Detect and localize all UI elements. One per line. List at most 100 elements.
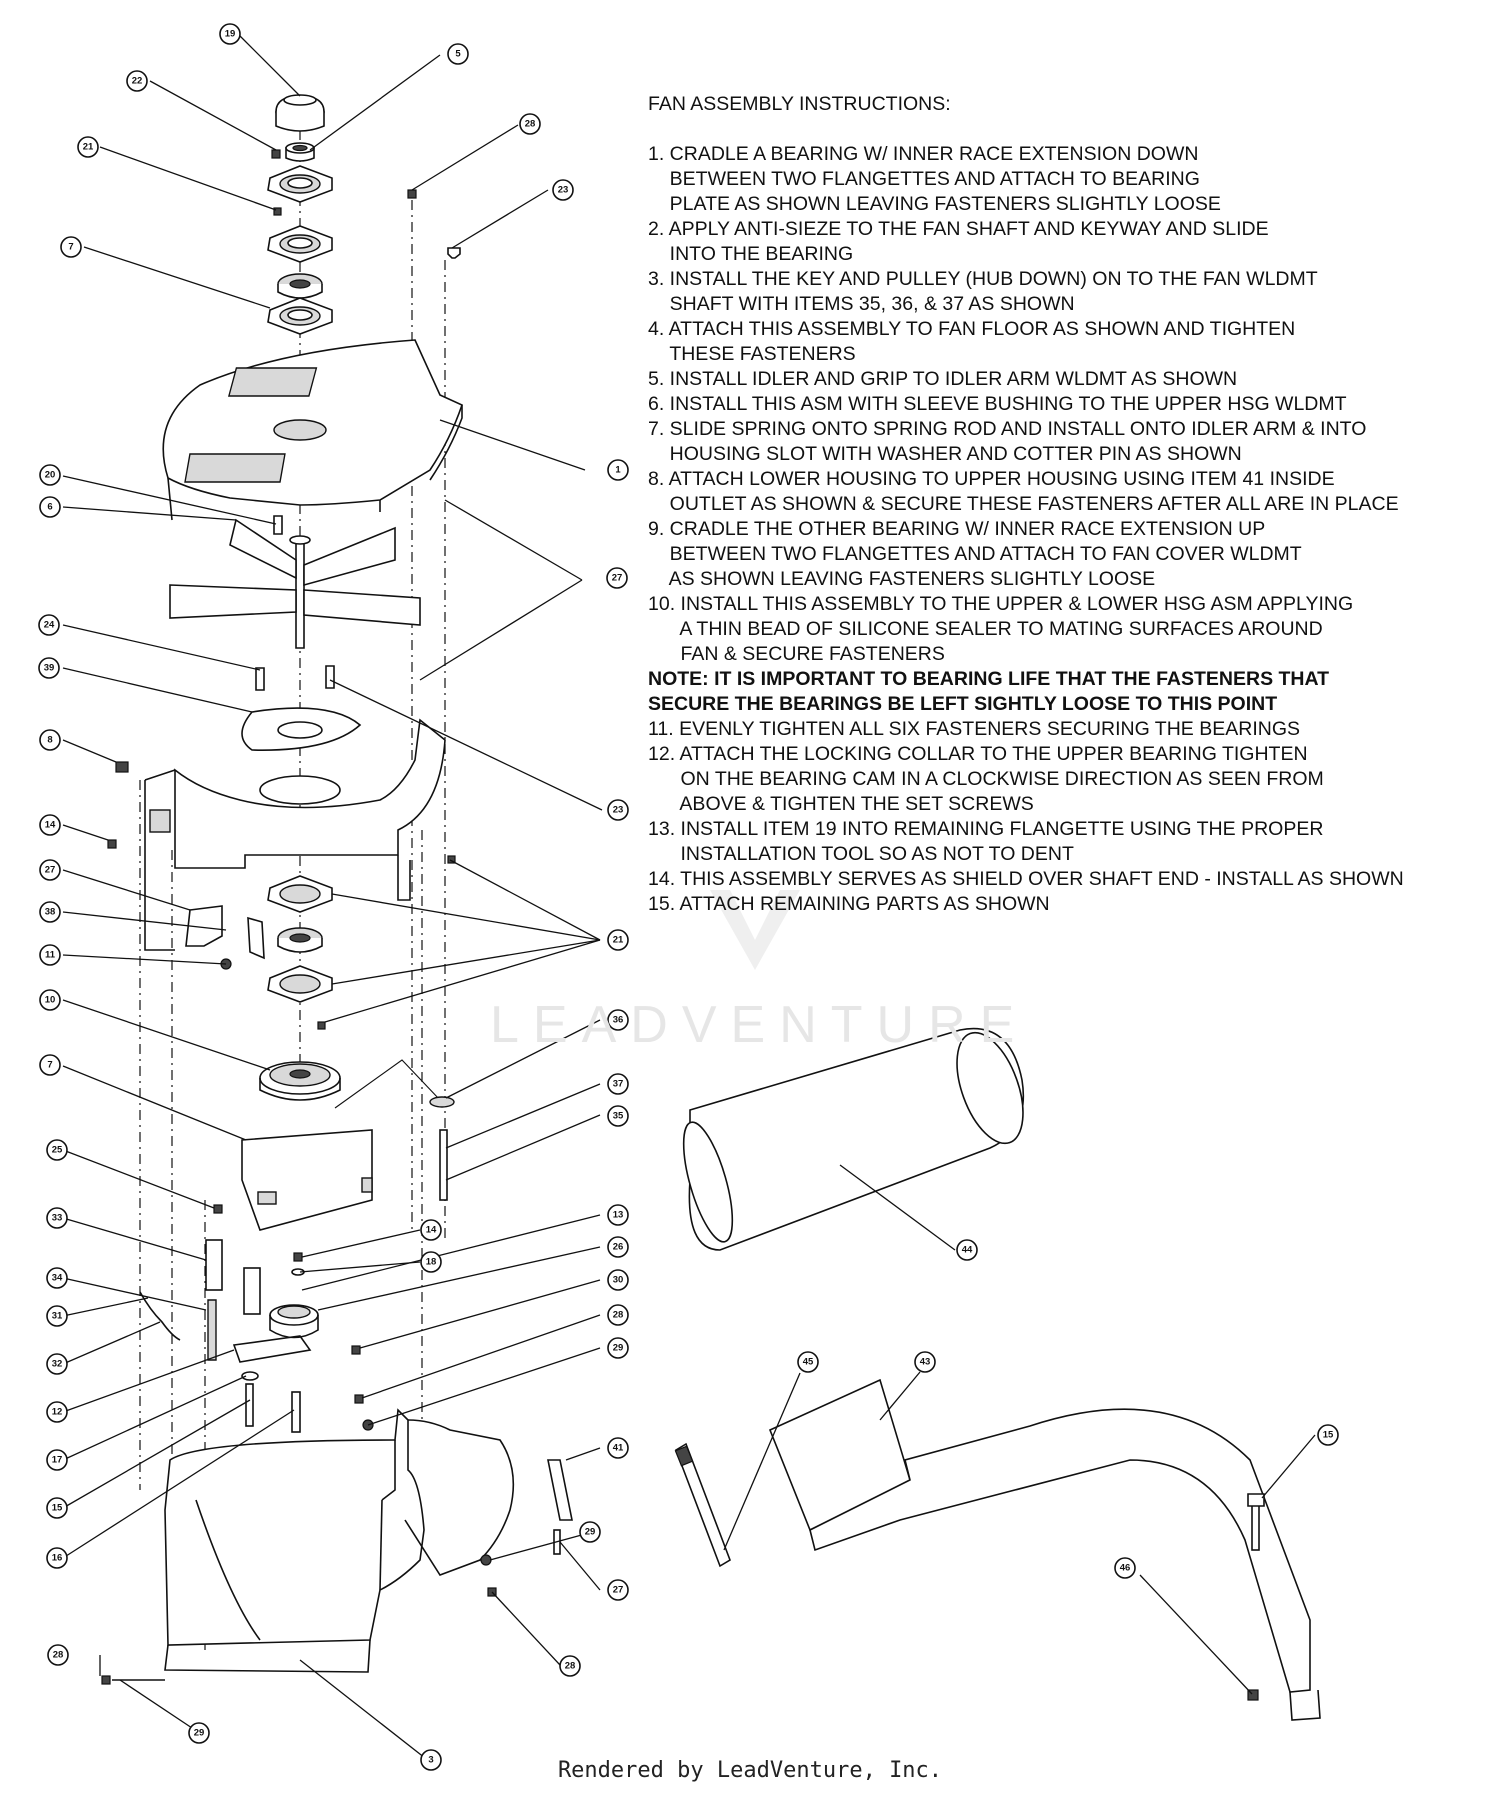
callout-20: 20 xyxy=(39,464,61,486)
instruction-line: ABOVE & TIGHTEN THE SET SCREWS xyxy=(648,793,1034,815)
instruction-line: 15. ATTACH REMAINING PARTS AS SHOWN xyxy=(648,893,1050,915)
instruction-line: 5. INSTALL IDLER AND GRIP TO IDLER ARM W… xyxy=(648,368,1238,390)
leader-lines xyxy=(62,35,1316,1759)
callout-number: 30 xyxy=(613,1275,624,1286)
callout-number: 32 xyxy=(52,1359,63,1370)
callout-28: 28 xyxy=(559,1655,581,1677)
footer-credit: Rendered by LeadVenture, Inc. xyxy=(557,1758,943,1783)
callout-bubble xyxy=(607,1105,629,1127)
callout-bubble xyxy=(46,1305,68,1327)
part-44-chute-sleeve xyxy=(682,1027,1025,1251)
callout-bubble xyxy=(607,1337,629,1359)
callout-number: 35 xyxy=(613,1111,624,1122)
callout-7: 7 xyxy=(39,1054,61,1076)
assembly-instructions: FAN ASSEMBLY INSTRUCTIONS: 1. CRADLE A B… xyxy=(648,92,1478,917)
callout-bubble xyxy=(1114,1557,1136,1579)
callout-25: 25 xyxy=(46,1139,68,1161)
callout-number: 1 xyxy=(615,465,621,476)
instruction-line: PLATE AS SHOWN LEAVING FASTENERS SLIGHTL… xyxy=(648,193,1221,215)
nut-21-lower xyxy=(317,1021,326,1030)
callout-number: 5 xyxy=(455,49,461,60)
callout-28: 28 xyxy=(607,1304,629,1326)
part-21-flangette-top xyxy=(267,165,333,203)
callout-bubble xyxy=(38,657,60,679)
idler-arm-assembly xyxy=(139,1239,312,1433)
instruction-note-line: SECURE THE BEARINGS BE LEFT SIGHTLY LOOS… xyxy=(648,693,1278,715)
part-7-shield xyxy=(241,1129,373,1231)
nut-21-right xyxy=(447,855,456,864)
instruction-line: 11. EVENLY TIGHTEN ALL SIX FASTENERS SEC… xyxy=(648,718,1301,740)
instruction-line: 2. APPLY ANTI-SIEZE TO THE FAN SHAFT AND… xyxy=(648,218,1269,240)
callout-number: 14 xyxy=(426,1225,437,1236)
callout-33: 33 xyxy=(46,1207,68,1229)
callout-38: 38 xyxy=(39,901,61,923)
callout-number: 17 xyxy=(52,1455,63,1466)
callout-bubble xyxy=(607,1304,629,1326)
callout-41: 41 xyxy=(607,1437,629,1459)
callout-15: 15 xyxy=(1317,1424,1339,1446)
flangette-lower-2 xyxy=(267,965,333,1003)
callout-22: 22 xyxy=(126,70,148,92)
callout-bubble xyxy=(579,1521,601,1543)
instruction-line: 9. CRADLE THE OTHER BEARING W/ INNER RAC… xyxy=(648,518,1266,540)
part-34-rod xyxy=(207,1299,217,1361)
part-28-nut-bottom xyxy=(101,1675,111,1685)
callout-29: 29 xyxy=(607,1337,629,1359)
instruction-line: 14. THIS ASSEMBLY SERVES AS SHIELD OVER … xyxy=(648,868,1404,890)
part-1-fan-cover xyxy=(162,339,463,521)
callout-number: 34 xyxy=(52,1273,63,1284)
callout-13: 13 xyxy=(607,1204,629,1226)
callout-bubble xyxy=(39,814,61,836)
callout-bubble xyxy=(39,496,61,518)
callout-28: 28 xyxy=(47,1644,69,1666)
callout-bubble xyxy=(39,1054,61,1076)
callout-number: 7 xyxy=(68,242,73,253)
part-10-pulley xyxy=(259,1061,341,1101)
callout-bubble xyxy=(607,1009,629,1031)
bolt-23-mid xyxy=(325,665,335,689)
part-28-nut xyxy=(354,1394,364,1404)
instruction-line: 6. INSTALL THIS ASM WITH SLEEVE BUSHING … xyxy=(648,393,1347,415)
callout-bubble xyxy=(39,989,61,1011)
instruction-line: 3. INSTALL THE KEY AND PULLEY (HUB DOWN)… xyxy=(648,268,1318,290)
callout-6: 6 xyxy=(39,496,61,518)
callout-bubble xyxy=(914,1351,936,1373)
callout-24: 24 xyxy=(38,614,60,636)
instruction-line: 4. ATTACH THIS ASSEMBLY TO FAN FLOOR AS … xyxy=(648,318,1296,340)
part-29-washer-lower xyxy=(480,1554,492,1566)
part-31-32-spring xyxy=(139,1291,181,1341)
callout-8: 8 xyxy=(39,729,61,751)
callout-10: 10 xyxy=(39,989,61,1011)
callout-number: 12 xyxy=(52,1407,63,1418)
callout-19: 19 xyxy=(219,23,241,45)
callout-number: 43 xyxy=(920,1357,931,1368)
callout-number: 6 xyxy=(47,502,52,513)
callout-bubble xyxy=(956,1239,978,1261)
callout-bubble xyxy=(559,1655,581,1677)
watermark: LEADVENTURE xyxy=(490,996,1029,1054)
callout-23: 23 xyxy=(607,799,629,821)
callout-bubble xyxy=(46,1267,68,1289)
bearing-lower xyxy=(277,927,323,953)
instruction-line: BETWEEN TWO FLANGETTES AND ATTACH TO BEA… xyxy=(648,168,1200,190)
part-24-bolt xyxy=(255,667,265,691)
callout-32: 32 xyxy=(46,1353,68,1375)
instruction-line: 8. ATTACH LOWER HOUSING TO UPPER HOUSING… xyxy=(648,468,1335,490)
part-25-nut xyxy=(213,1204,223,1214)
callout-number: 23 xyxy=(558,185,569,196)
callout-35: 35 xyxy=(607,1105,629,1127)
callout-bubble xyxy=(420,1219,442,1241)
callout-bubble xyxy=(1317,1424,1339,1446)
callout-39: 39 xyxy=(38,657,60,679)
callout-bubble xyxy=(126,70,148,92)
callout-number: 45 xyxy=(803,1357,814,1368)
callout-number: 33 xyxy=(52,1213,63,1224)
callout-18: 18 xyxy=(420,1251,442,1273)
callout-number: 31 xyxy=(52,1311,63,1322)
callout-bubble xyxy=(420,1749,442,1771)
callout-number: 26 xyxy=(613,1242,624,1253)
callout-bubble xyxy=(447,43,469,65)
callout-37: 37 xyxy=(607,1073,629,1095)
callout-number: 38 xyxy=(45,907,56,918)
part-20-bolt xyxy=(273,515,283,535)
